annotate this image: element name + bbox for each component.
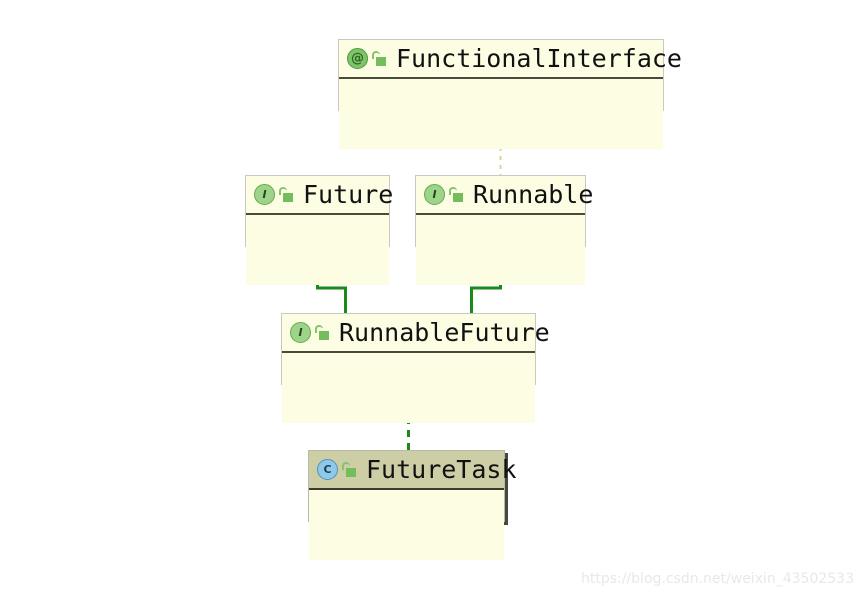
- uml-class-header[interactable]: I Future: [246, 176, 393, 215]
- uml-class-header[interactable]: I Runnable: [416, 176, 593, 215]
- class-badge-icon: C: [317, 459, 338, 480]
- uml-class-functionalinterface[interactable]: @ FunctionalInterface: [338, 39, 682, 149]
- uml-class-header[interactable]: C FutureTask: [309, 451, 517, 490]
- uml-class-name: Future: [303, 180, 394, 209]
- uml-class-members-compartment: [309, 490, 504, 560]
- watermark-text: https://blog.csdn.net/weixin_43502533: [580, 571, 854, 587]
- unlocked-padlock-icon: [342, 462, 356, 477]
- unlocked-padlock-icon: [372, 51, 386, 66]
- unlocked-padlock-icon: [279, 187, 293, 202]
- uml-class-name: FunctionalInterface: [396, 44, 682, 73]
- interface-badge-icon: I: [290, 322, 311, 343]
- uml-class-name: RunnableFuture: [339, 318, 550, 347]
- uml-class-runnablefuture[interactable]: I RunnableFuture: [281, 313, 550, 423]
- interface-badge-icon: I: [424, 184, 445, 205]
- uml-class-name: FutureTask: [366, 455, 517, 484]
- unlocked-padlock-icon: [449, 187, 463, 202]
- unlocked-padlock-icon: [315, 325, 329, 340]
- uml-class-members-compartment: [339, 79, 663, 149]
- uml-class-name: Runnable: [473, 180, 594, 209]
- uml-class-runnable[interactable]: I Runnable: [415, 175, 593, 285]
- annotation-badge-icon: @: [347, 48, 368, 69]
- uml-class-members-compartment: [282, 353, 535, 423]
- uml-class-header[interactable]: @ FunctionalInterface: [339, 40, 682, 79]
- uml-class-header[interactable]: I RunnableFuture: [282, 314, 550, 353]
- interface-badge-icon: I: [254, 184, 275, 205]
- uml-class-futuretask[interactable]: C FutureTask: [308, 450, 517, 560]
- uml-class-future[interactable]: I Future: [245, 175, 393, 285]
- uml-class-members-compartment: [416, 215, 585, 285]
- uml-class-members-compartment: [246, 215, 389, 285]
